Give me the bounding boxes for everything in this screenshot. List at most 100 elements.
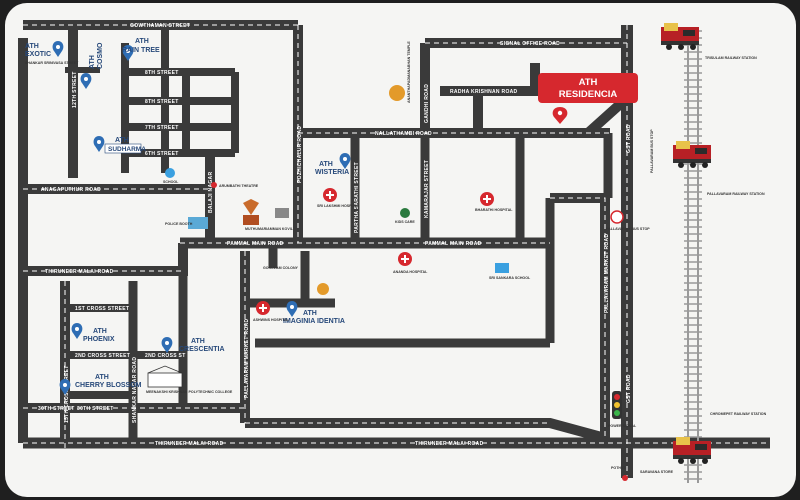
road-label-pallavaram-market-1: PALLAVARAM MARKET ROAD (604, 234, 610, 313)
landmark-school: SCHOOL (163, 180, 179, 184)
road-label-signal-office: SIGNAL OFFICE ROAD (500, 41, 560, 47)
temple-emblem-icon (389, 85, 405, 101)
phoenix-line2: PHOENIX (83, 336, 115, 343)
road-nallathambi-bend (584, 94, 631, 137)
ath-crescentia-marker: ATH CRESCENTIA (161, 337, 225, 353)
road-label-2nd-cross: 2ND CROSS STREET (75, 353, 130, 359)
landmark-trisulam: TRISULAM RAILWAY STATION (705, 56, 757, 60)
road-label-pozhichalur: POZHICHALUR ROAD (297, 126, 303, 183)
ath-imaginia-marker: ATH IMAGINIA IDENTIA (283, 301, 345, 325)
wisteria-line2: WISTERIA (315, 169, 349, 176)
landmark-kids: KIDS CARE (395, 220, 415, 224)
road-dash-lines (23, 24, 770, 478)
project-markers[interactable]: ATH EXOTIC SHANKAR SRINIVASA STREET ATH … (25, 38, 351, 395)
landmark-sri-lakshmi: SRI LAKSHMI HOSPITAL (317, 204, 360, 208)
landmark-temple-small: MUTHUMARIAMMAN KOVIL (245, 227, 294, 231)
school-icon (165, 168, 175, 178)
ath-phoenix-marker: ATH PHOENIX (71, 323, 115, 343)
road-label-30th-2: 30TH STREET (77, 406, 114, 412)
ath-exotic-marker: ATH EXOTIC SHANKAR SRINIVASA STREET (25, 41, 79, 65)
traffic-signal-icon (612, 391, 622, 419)
landmarks: ARUMBATHI THEATRE POLICE BOOTH SCHOOL MU… (146, 41, 767, 481)
road-label-pammal-1: PAMMAL MAIN ROAD (227, 241, 284, 247)
ath-sudharma-marker: ATH SUDHARMA (93, 136, 146, 154)
school-icon (495, 263, 509, 273)
train-icon (673, 141, 711, 168)
train-icon (661, 23, 699, 50)
landmark-ananda: ANANDA HOSPITAL (393, 270, 428, 274)
location-pin-icon (552, 107, 568, 124)
train-icon (673, 437, 711, 464)
imaginia-line1: ATH (303, 310, 317, 317)
road-label-thiruneer-1: THIRUNEER MALAI ROAD (45, 269, 114, 275)
location-map: ATH RESIDENCIA GOWTHAMAN STREET SIGNAL O… (5, 3, 796, 497)
building-icon (275, 208, 289, 218)
road-label-15th-cross: 15TH CROSS STREET (64, 365, 70, 423)
road-label-gandhi: GANDHI ROAD (424, 84, 430, 123)
road-label-shankar: SHANKAR NAGAR ROAD (132, 357, 138, 423)
road-label-thiruneer-2: THIRUNEER MALAI ROAD (155, 441, 224, 447)
phoenix-line1: ATH (93, 328, 107, 335)
landmark-ashwins: ASHWINS HOSPITAL (253, 318, 290, 322)
landmark-bharathi: BHARATHI HOSPITAL (475, 208, 513, 212)
cherry-line2: CHERRY BLOSSOM (75, 382, 142, 389)
road-label-30th-1: 30TH STREET (38, 406, 75, 412)
road-label-7th: 7TH STREET (145, 125, 179, 131)
road-label-nallathambi: NALLATHAMBI ROAD (375, 131, 432, 137)
landmark-police: POLICE BOOTH (165, 222, 193, 226)
temple-emblem-icon (317, 283, 329, 295)
landmark-chromepet: CHROMEPET RAILWAY STATION (710, 412, 767, 416)
bus-stop-icon (610, 210, 624, 224)
road-label-radha-krishnan: RADHA KRISHNAN ROAD (450, 89, 518, 95)
road-label-balaji: BALAJI NAGAR (208, 172, 214, 213)
police-booth-icon (188, 217, 208, 229)
road-label-8th: 8TH STREET (145, 70, 179, 76)
road-label-pallavaram-market-2: PALLAVARAM MARKET ROAD (244, 319, 250, 398)
imaginia-line2: IMAGINIA IDENTIA (283, 318, 345, 325)
ath-residencia-callout[interactable]: ATH RESIDENCIA (538, 73, 638, 124)
road-label-parthasarathy: PARTHA SARATHI STREET (354, 162, 360, 233)
road-label-gst-1: GST ROAD (626, 124, 632, 153)
crescentia-line1: ATH (191, 338, 205, 345)
landmark-arumbathi: ARUMBATHI THEATRE (219, 184, 259, 188)
landmark-gokulam: GOKULAM COLONY (263, 266, 299, 270)
landmark-school-2: SRI SANKARA SCHOOL (489, 276, 531, 280)
wisteria-line1: ATH (319, 161, 333, 168)
road-label-1st-cross: 1ST CROSS STREET (75, 306, 129, 312)
road-label-anagaputhur: ANAGAPUTHUR ROAD (41, 187, 101, 193)
landmark-pothys: POTHYS (611, 466, 626, 470)
road-label-mid: 8TH STREET (145, 99, 179, 105)
landmark-dot-icon (622, 475, 628, 481)
landmark-ananthapadmanabhan: ANANTHAPADMANABHAN TEMPLE (407, 41, 411, 103)
landmark-dot-icon (211, 182, 217, 188)
kids-care-icon (400, 208, 410, 218)
sudharma-line1: ATH (115, 137, 129, 144)
exotic-line2: EXOTIC (25, 51, 51, 58)
crescentia-line2: CRESCENTIA (179, 346, 225, 353)
rain-tree-line2: RAIN TREE (122, 47, 160, 54)
landmark-pallavaram-bus: PALLAVARAM BUS STOP (606, 227, 650, 231)
sudharma-line2: SUDHARMA (108, 146, 146, 153)
temple-icon (243, 199, 259, 225)
highlight-line1: ATH (579, 77, 598, 88)
cosmo-line1: ATH (89, 55, 96, 69)
college-building-icon (147, 365, 183, 388)
landmark-signal: POWER SIGNAL (608, 424, 637, 428)
road-radha-krishnan (440, 63, 540, 96)
road-label-gowthaman: GOWTHAMAN STREET (130, 23, 190, 29)
ath-cosmo-marker: ATH COSMO (80, 42, 104, 89)
road-label-6th: 6TH STREET (145, 151, 179, 157)
map-canvas: ATH RESIDENCIA GOWTHAMAN STREET SIGNAL O… (18, 20, 770, 483)
road-label-gst-2: GST ROAD (626, 374, 632, 403)
railway-track (684, 28, 702, 483)
road-pallavaram-market-east (550, 193, 610, 438)
ath-cherry-blossom-marker: ATH CHERRY BLOSSOM (59, 374, 142, 395)
landmark-pallavaram-rly: PALLAVARAM RAILWAY STATION (707, 192, 765, 196)
landmark-meenakshi: MEENAKSHI KRISHNAN POLYTECHNIC COLLEGE (146, 390, 233, 394)
highlight-line2: RESIDENCIA (559, 89, 618, 100)
road-label-12th: 12TH STREET (72, 71, 78, 108)
ath-wisteria-marker: ATH WISTERIA (315, 153, 351, 176)
road-label-kamarajar: KAMARAJAR STREET (424, 160, 430, 218)
cherry-line1: ATH (95, 374, 109, 381)
